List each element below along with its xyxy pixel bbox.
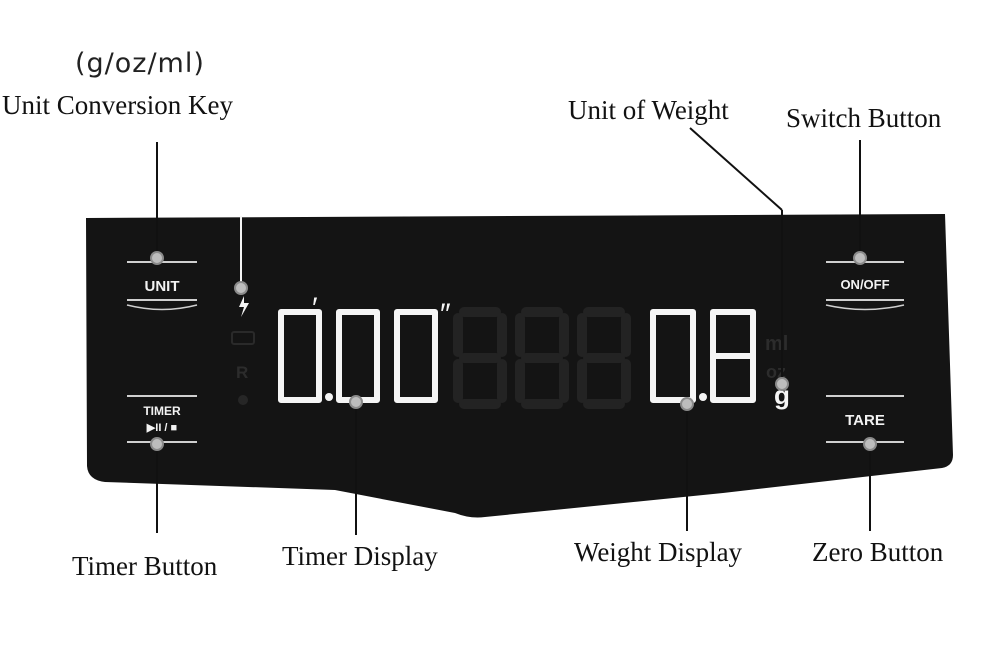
tare-button-label: TARE — [845, 412, 885, 429]
timer-decimal-point — [325, 393, 333, 401]
weight-digits — [650, 309, 756, 403]
timer-button-label: TIMER — [143, 404, 181, 418]
label-unit-of-weight: Unit of Weight — [568, 95, 729, 125]
timer-button-symbols: ▶II / ■ — [146, 422, 177, 434]
label-weight-display: Weight Display — [574, 537, 743, 567]
units-caption: (g/oz/ml) — [75, 48, 205, 79]
weight-decimal-point — [699, 393, 707, 401]
indicator-dot — [238, 395, 248, 405]
label-timer-display: Timer Display — [282, 541, 438, 571]
timer-second-mark: ″ — [440, 298, 451, 331]
label-switch-button: Switch Button — [786, 103, 942, 133]
timer-digits — [278, 309, 438, 403]
ghost-digits — [453, 307, 631, 409]
leader-unit-weight-a — [689, 127, 783, 211]
label-zero-button: Zero Button — [812, 537, 944, 567]
callout-markers — [150, 251, 877, 451]
label-unit-conversion-key: Unit Conversion Key — [2, 90, 233, 120]
battery-icon — [231, 331, 255, 345]
onoff-button[interactable]: ON/OFF — [825, 261, 905, 311]
label-timer-button: Timer Button — [72, 551, 218, 581]
timer-minute-mark: ′ — [312, 292, 318, 325]
onoff-button-label: ON/OFF — [840, 277, 889, 292]
leader-lines — [156, 127, 871, 535]
unit-ml-indicator: ml — [765, 333, 788, 355]
power-bolt-icon — [239, 296, 249, 317]
tare-button[interactable]: TARE — [826, 395, 904, 443]
unit-button-label: UNIT — [145, 278, 180, 295]
indicator-r: R — [236, 363, 248, 382]
timer-button[interactable]: TIMER ▶II / ■ — [127, 395, 197, 443]
